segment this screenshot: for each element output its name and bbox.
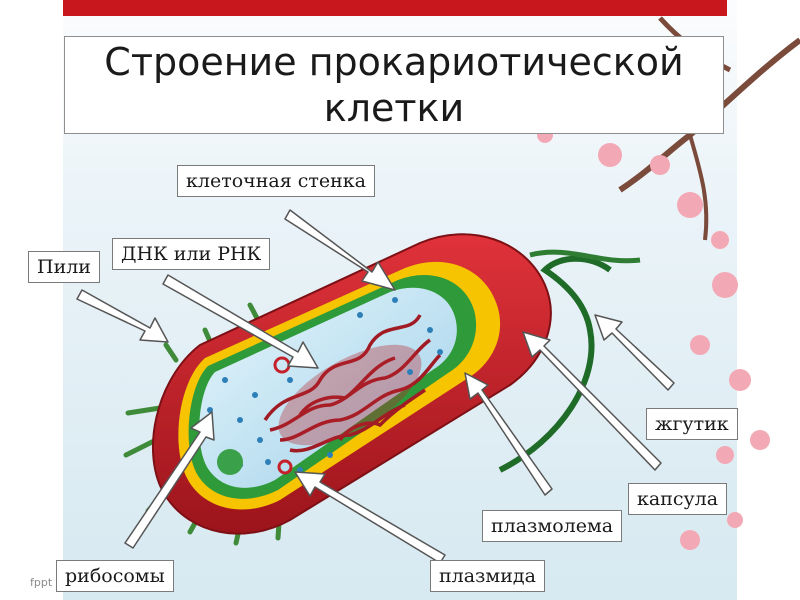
flagellum-strand: [498, 255, 612, 473]
page-title: Строение прокариотической клетки: [104, 40, 684, 130]
label-pili: Пили: [28, 251, 100, 283]
label-ribosomes: рибосомы: [56, 560, 174, 592]
arrow-dna: [162, 274, 319, 369]
label-cell-wall: клеточная стенка: [177, 165, 375, 197]
label-plasmid: плазмида: [430, 560, 545, 592]
label-dna-rna: ДНК или РНК: [112, 238, 271, 270]
pointer-arrows: [76, 209, 675, 564]
arrow-pili: [76, 289, 169, 343]
arrow-cell-wall: [284, 209, 396, 291]
arrow-capsule: [522, 331, 662, 471]
label-plasmalemma: плазмолема: [482, 510, 623, 542]
footer-watermark: fppt: [30, 576, 53, 589]
dna-nucleoid: [278, 344, 422, 446]
label-flagellum: жгутик: [646, 408, 738, 440]
cytoplasm: [199, 287, 457, 488]
dna-nucleoid: [263, 314, 442, 453]
inclusion-body: [217, 449, 243, 475]
flagellum-strand: [529, 249, 641, 264]
arrow-ribosomes: [124, 411, 215, 549]
label-capsule: капсула: [628, 483, 728, 515]
plasmid-ring: [277, 459, 293, 475]
arrow-plasmid: [294, 471, 446, 564]
title-box: Строение прокариотической клетки: [64, 36, 724, 134]
arrow-plasmalemma: [464, 372, 553, 496]
arrow-flagellum: [594, 314, 675, 391]
title-accent-bar: [63, 0, 727, 16]
